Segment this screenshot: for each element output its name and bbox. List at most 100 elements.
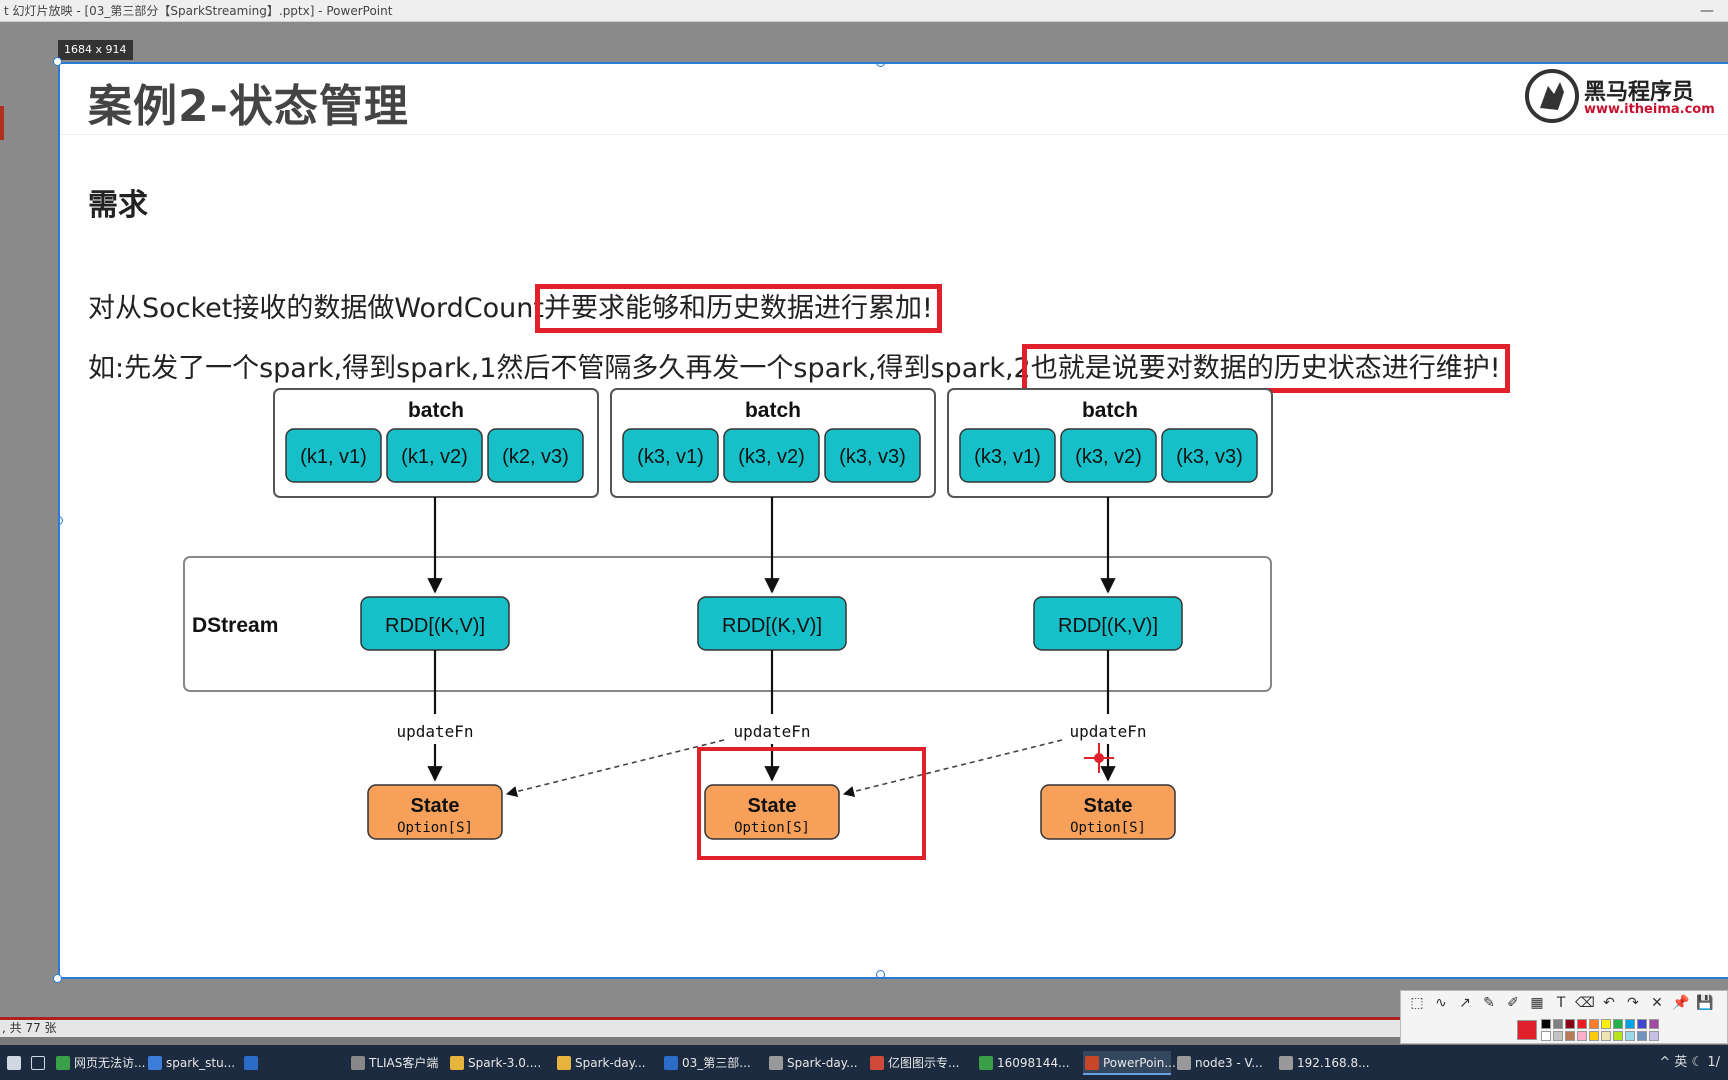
color-swatch[interactable] — [1601, 1019, 1611, 1029]
slide-canvas[interactable]: 案例2-状态管理 黑马程序员 www.itheima.com 需求 对从Sock… — [58, 62, 1728, 979]
app-icon — [1085, 1056, 1099, 1070]
color-swatch[interactable] — [1637, 1019, 1647, 1029]
kv-pair-label: (k2, v3) — [502, 446, 569, 468]
requirement-line-1: 对从Socket接收的数据做WordCount并要求能够和历史数据进行累加! — [88, 284, 942, 333]
pen-tool-6-icon[interactable]: T — [1556, 995, 1566, 1011]
color-swatch[interactable] — [1613, 1031, 1623, 1041]
color-swatch[interactable] — [1649, 1019, 1659, 1029]
kv-pair-box — [1060, 428, 1157, 483]
taskbar-app-9[interactable]: 16098144... — [977, 1051, 1073, 1075]
pen-tool-0-icon[interactable]: ⬚ — [1410, 995, 1424, 1011]
taskbar-app-2[interactable] — [242, 1051, 272, 1075]
color-swatch[interactable] — [1625, 1031, 1635, 1041]
pen-tool-4-icon[interactable]: ✐ — [1507, 995, 1519, 1011]
rdd-label: RDD[(K,V)] — [1058, 615, 1158, 637]
system-tray[interactable]: ^ 英 ☾ 1/ — [1659, 1045, 1728, 1080]
taskbar-app-label: 亿图图示专... — [888, 1056, 960, 1070]
pen-tool-5-icon[interactable]: ▦ — [1530, 995, 1544, 1011]
color-swatch[interactable] — [1553, 1031, 1563, 1041]
taskbar-app-5[interactable]: Spark-day... — [555, 1051, 651, 1075]
pen-tool-3-icon[interactable]: ✎ — [1483, 995, 1495, 1011]
taskbar-app-label: 03_第三部... — [682, 1056, 751, 1070]
taskbar-app-0[interactable]: 网页无法访... — [54, 1051, 146, 1075]
taskbar-app-8[interactable]: 亿图图示专... — [868, 1051, 972, 1075]
active-color-swatch[interactable] — [1517, 1020, 1537, 1040]
color-swatch[interactable] — [1613, 1019, 1623, 1029]
app-icon — [557, 1056, 571, 1070]
kv-pair-box — [1161, 428, 1258, 483]
pen-tool-12-icon[interactable]: 💾 — [1696, 995, 1714, 1011]
taskbar-app-1[interactable]: spark_stu... — [146, 1051, 238, 1075]
taskbar-app-3[interactable]: TLIAS客户端 — [349, 1051, 441, 1075]
color-swatch[interactable] — [1589, 1031, 1599, 1041]
pen-tool-8-icon[interactable]: ↶ — [1603, 995, 1615, 1011]
taskbar-app-label: PowerPoin... — [1103, 1056, 1176, 1070]
update-fn-label: updateFn — [733, 722, 810, 741]
update-fn-label: updateFn — [1069, 722, 1146, 741]
pen-tool-2-icon[interactable]: ↗ — [1459, 995, 1471, 1011]
tray-text: ^ 英 ☾ 1/ — [1659, 1055, 1720, 1070]
color-swatch[interactable] — [1541, 1031, 1551, 1041]
state-box — [704, 784, 840, 840]
logo-name: 黑马程序员 — [1584, 80, 1695, 105]
requirement-line-2-text: 如:先发了一个spark,得到spark,1然后不管隔多久再发一个spark,得… — [88, 353, 1031, 384]
taskbar-app-label: 192.168.8... — [1297, 1056, 1370, 1070]
slide-count: , 共 77 张 — [2, 1021, 57, 1035]
taskbar-app-4[interactable]: Spark-3.0.... — [448, 1051, 544, 1075]
color-swatch[interactable] — [1601, 1031, 1611, 1041]
kv-pair-box — [959, 428, 1056, 483]
app-icon — [148, 1056, 162, 1070]
color-swatch[interactable] — [1577, 1019, 1587, 1029]
color-swatch[interactable] — [1553, 1019, 1563, 1029]
section-heading: 需求 — [88, 188, 148, 223]
taskbar-app-label: spark_stu... — [166, 1056, 236, 1070]
pen-tool-9-icon[interactable]: ↷ — [1627, 995, 1639, 1011]
kv-pair-label: (k3, v3) — [1176, 446, 1243, 468]
taskbar-app-12[interactable]: 192.168.8... — [1277, 1051, 1370, 1075]
color-swatch[interactable] — [1565, 1019, 1575, 1029]
state-sub-label: Option[S] — [1070, 820, 1146, 836]
state-carry-arrow — [842, 739, 1063, 798]
taskbar-app-6[interactable]: 03_第三部... — [662, 1051, 758, 1075]
color-swatch[interactable] — [1565, 1031, 1575, 1041]
start-button[interactable] — [4, 1051, 24, 1075]
kv-pair-label: (k3, v1) — [974, 446, 1041, 468]
task-view-icon — [31, 1056, 45, 1070]
batch-label: batch — [1082, 399, 1138, 422]
taskbar-app-label: 16098144... — [997, 1056, 1070, 1070]
minimize-button[interactable]: — — [1700, 3, 1714, 19]
annotation-pen-toolbar: ⬚ ∿ ↗ ✎ ✐ ▦ T ⌫ ↶ ↷ ✕ 📌 💾 — [1400, 990, 1728, 1044]
color-swatch[interactable] — [1649, 1031, 1659, 1041]
taskbar-app-label: 网页无法访... — [74, 1056, 146, 1070]
thumbnail-sliver[interactable] — [0, 106, 4, 140]
kv-pair-box — [622, 428, 719, 483]
app-icon — [450, 1056, 464, 1070]
taskbar-app-label: node3 - V... — [1195, 1056, 1263, 1070]
color-swatch[interactable] — [1637, 1031, 1647, 1041]
taskbar-app-11[interactable]: node3 - V... — [1175, 1051, 1271, 1075]
slide-title: 案例2-状态管理 — [88, 81, 409, 132]
color-swatch[interactable] — [1577, 1031, 1587, 1041]
kv-pair-box — [386, 428, 483, 483]
pen-tool-1-icon[interactable]: ∿ — [1435, 995, 1447, 1011]
task-view-button[interactable] — [28, 1051, 48, 1075]
pen-tool-7-icon[interactable]: ⌫ — [1575, 995, 1595, 1011]
color-swatch[interactable] — [1589, 1019, 1599, 1029]
taskbar-app-label: Spark-3.0.... — [468, 1056, 542, 1070]
resize-handle-top-left[interactable] — [53, 57, 62, 66]
kv-pair-box — [824, 428, 921, 483]
color-swatch[interactable] — [1541, 1019, 1551, 1029]
resize-handle-bottom-center[interactable] — [876, 970, 885, 977]
pen-tool-10-icon[interactable]: ✕ — [1651, 995, 1663, 1011]
app-icon — [244, 1056, 258, 1070]
windows-taskbar: 网页无法访... spark_stu... TLIAS客户端 Spark-3.0...… — [0, 1045, 1728, 1080]
taskbar-app-10[interactable]: PowerPoin... — [1083, 1051, 1176, 1075]
pen-tool-11-icon[interactable]: 📌 — [1672, 995, 1690, 1011]
resize-handle-bottom-left[interactable] — [53, 974, 62, 983]
app-icon — [1177, 1056, 1191, 1070]
color-swatch[interactable] — [1625, 1019, 1635, 1029]
state-box — [367, 784, 503, 840]
kv-pair-label: (k1, v2) — [401, 446, 468, 468]
taskbar-app-7[interactable]: Spark-day... — [767, 1051, 863, 1075]
state-label: State — [1084, 795, 1133, 817]
